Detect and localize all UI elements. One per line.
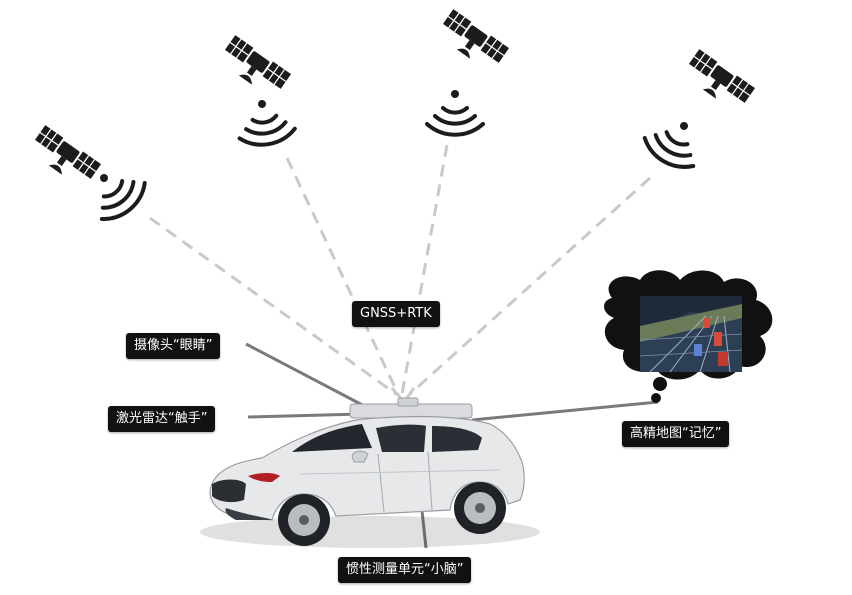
imu-cerebellum-label: 惯性测量单元“小脑”	[338, 557, 472, 583]
satellite-icon	[434, 8, 510, 75]
hd-map-image	[639, 296, 743, 373]
lidar-leader	[247, 412, 363, 419]
camera-eyes-label: 摄像头“眼睛”	[126, 333, 221, 359]
thought-cloud	[604, 270, 773, 403]
gnss-rtk-label: GNSS+RTK	[352, 301, 440, 327]
gnss-signal-lines	[149, 144, 652, 396]
car-illustration	[200, 397, 540, 548]
signal-line-3	[400, 144, 449, 395]
signal-line-4	[408, 176, 652, 396]
signal-waves-icon	[231, 93, 299, 151]
signal-line-2	[285, 157, 400, 395]
camera-leader	[245, 342, 373, 412]
satellite-icon	[680, 48, 756, 115]
signal-waves-icon	[637, 106, 713, 178]
satellite-icon	[26, 124, 102, 191]
hd-map-memory-label: 高精地图“记忆”	[622, 421, 730, 447]
signal-waves-icon	[425, 88, 485, 137]
lidar-tentacles-label: 激光雷达“触手”	[108, 406, 216, 432]
hdmap-leader	[471, 400, 659, 422]
signal-line-1	[149, 216, 397, 396]
satellite-icon	[216, 34, 292, 101]
